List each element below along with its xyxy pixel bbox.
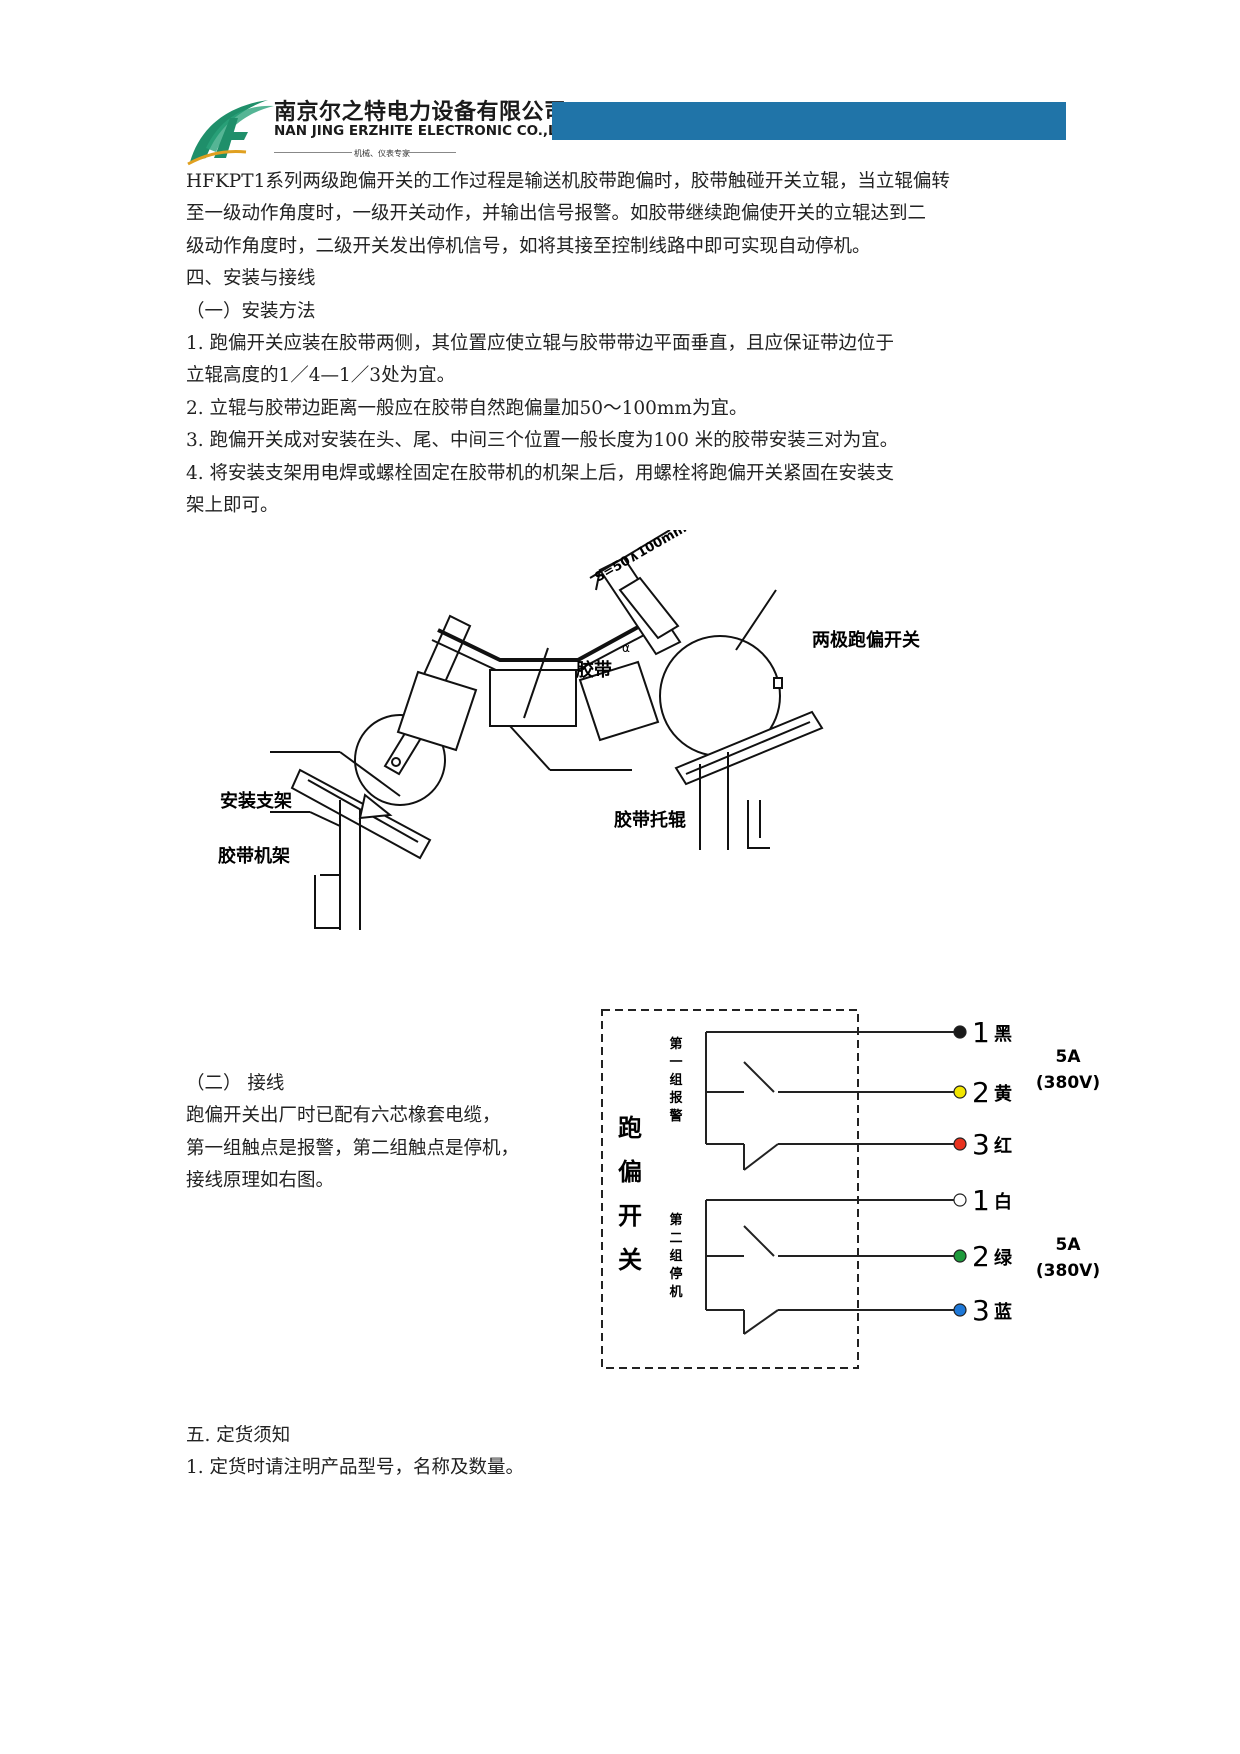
- box-label: 跑 偏 开 关: [618, 1114, 642, 1274]
- install-item: 3. 跑偏开关成对安装在头、尾、中间三个位置一般长度为100 米的胶带安装三对为…: [186, 430, 899, 452]
- alpha-label: α: [622, 641, 630, 655]
- terminal-number: 1: [972, 1184, 990, 1217]
- text-line: HFKPT1系列两级跑偏开关的工作过程是输送机胶带跑偏时，胶带触碰开关立辊，当立…: [186, 171, 950, 192]
- svg-text:组: 组: [669, 1072, 682, 1088]
- svg-text:二: 二: [669, 1231, 682, 1246]
- order-section: 五. 定货须知 1. 定货时请注明产品型号，名称及数量。: [186, 1420, 524, 1485]
- subsection-title: （二） 接线: [186, 1073, 285, 1094]
- terminal-color-label: 黑: [994, 1024, 1012, 1045]
- divider: [404, 152, 456, 153]
- text-line: 第一组触点是报警，第二组触点是停机，: [186, 1137, 520, 1159]
- terminal-number: 3: [972, 1128, 990, 1161]
- installation-diagram: S=50∧100mm α 胶带 两极跑偏开关 安装支架 胶带机架 胶带托辊: [218, 530, 920, 930]
- text-line: 跑偏开关出厂时已配有六芯橡套电缆，: [186, 1105, 501, 1127]
- subsection-title: （一）安装方法: [186, 300, 316, 322]
- gap-label: S=50∧100mm: [593, 530, 690, 585]
- install-item: 立辊高度的1／4—1／3处为宜。: [186, 365, 456, 387]
- divider: [274, 152, 352, 153]
- svg-text:一: 一: [669, 1055, 682, 1070]
- install-item: 2. 立辊与胶带边距离一般应在胶带自然跑偏量加50～100mm为宜。: [186, 397, 748, 419]
- terminal-color-label: 蓝: [994, 1302, 1012, 1323]
- text-line: 接线原理如右图。: [186, 1170, 335, 1192]
- section-title: 五. 定货须知: [186, 1425, 291, 1446]
- terminal-number: 2: [972, 1076, 990, 1109]
- svg-text:跑: 跑: [618, 1114, 642, 1142]
- group1-label: 第 一 组 报 警: [669, 1036, 683, 1124]
- terminal-color-label: 绿: [994, 1247, 1013, 1269]
- terminal-dot: [953, 1193, 967, 1207]
- text-line: 至一级动作角度时，一级开关动作，并输出信号报警。如胶带继续跑偏使开关的立辊达到二: [186, 203, 927, 225]
- frame-label: 胶带机架: [218, 845, 290, 867]
- terminal-dot: [953, 1137, 967, 1151]
- rating-label: 5A: [1056, 1047, 1082, 1067]
- voltage-label: (380V): [1036, 1261, 1100, 1281]
- text-line: 级动作角度时，二级开关发出停机信号，如将其接至控制线路中即可实现自动停机。: [186, 235, 871, 257]
- section-title: 四、安装与接线: [186, 268, 316, 290]
- terminal-dot: [953, 1025, 967, 1039]
- svg-text:组: 组: [669, 1248, 682, 1264]
- install-item: 1. 跑偏开关应装在胶带两侧，其位置应使立辊与胶带带边平面垂直，且应保证带边位于: [186, 332, 895, 354]
- install-item: 4. 将安装支架用电焊或螺栓固定在胶带机的机架上后，用螺栓将跑偏开关紧固在安装支: [186, 462, 895, 484]
- voltage-label: (380V): [1036, 1073, 1100, 1093]
- terminal-color-label: 红: [994, 1135, 1012, 1157]
- terminal-dot: [953, 1249, 967, 1263]
- terminal-color-label: 白: [994, 1191, 1012, 1213]
- terminal-number: 3: [972, 1294, 990, 1327]
- terminal-dot: [953, 1303, 967, 1317]
- company-name-en: NAN JING ERZHITE ELECTRONIC CO.,LTD: [274, 123, 575, 139]
- terminal-number: 1: [972, 1016, 990, 1049]
- header-accent-bar: [552, 102, 1066, 140]
- company-header: 南京尔之特电力设备有限公司 NAN JING ERZHITE ELECTRONI…: [186, 88, 1066, 168]
- svg-text:机: 机: [669, 1284, 682, 1300]
- rating-label: 5A: [1056, 1235, 1082, 1255]
- wiring-diagram: 跑 偏 开 关 第 一 组 报 警 第 二 组 停 机: [601, 1009, 1100, 1369]
- terminal-dot: [953, 1085, 967, 1099]
- svg-text:第: 第: [669, 1212, 682, 1228]
- company-name-cn: 南京尔之特电力设备有限公司: [274, 100, 567, 125]
- switch-label: 两极跑偏开关: [812, 629, 920, 651]
- svg-text:偏: 偏: [618, 1158, 642, 1186]
- svg-text:停: 停: [669, 1266, 682, 1282]
- wiring-description: （二） 接线 跑偏开关出厂时已配有六芯橡套电缆， 第一组触点是报警，第二组触点是…: [186, 1068, 519, 1198]
- company-logo-icon: [187, 100, 274, 166]
- order-item: 1. 定货时请注明产品型号，名称及数量。: [186, 1457, 525, 1479]
- svg-text:报: 报: [669, 1091, 683, 1106]
- svg-text:第: 第: [669, 1036, 682, 1052]
- install-item: 架上即可。: [186, 494, 279, 516]
- svg-text:警: 警: [669, 1108, 682, 1124]
- terminal-number: 2: [972, 1240, 990, 1273]
- group2-label: 第 二 组 停 机: [669, 1212, 682, 1300]
- idler-label: 胶带托辊: [614, 809, 686, 831]
- bracket-label: 安装支架: [220, 790, 292, 812]
- intro-paragraph: HFKPT1系列两级跑偏开关的工作过程是输送机胶带跑偏时，胶带触碰开关立辊，当立…: [186, 166, 1066, 522]
- belt-label: 胶带: [576, 659, 612, 681]
- company-tagline: 机械、仪表专家: [354, 149, 410, 158]
- svg-text:开: 开: [618, 1202, 642, 1230]
- svg-text:关: 关: [618, 1246, 642, 1274]
- terminal-color-label: 黄: [994, 1083, 1012, 1105]
